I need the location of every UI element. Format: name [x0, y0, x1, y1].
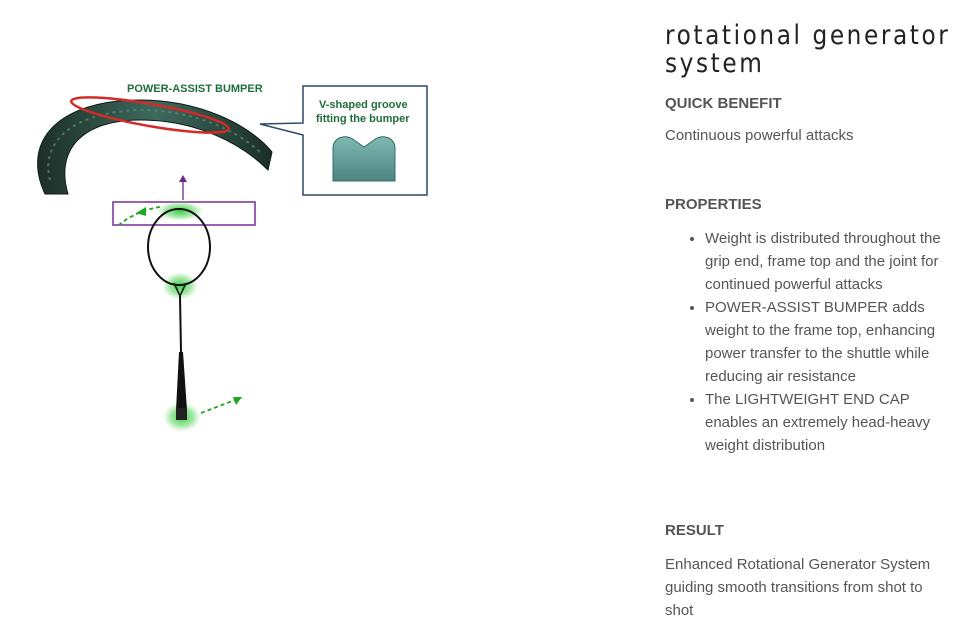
frame-top-closeup — [37, 99, 273, 195]
v-groove-cross-section — [332, 136, 396, 182]
power-assist-bumper-label: POWER-ASSIST BUMPER — [127, 83, 263, 95]
list-item: POWER-ASSIST BUMPER adds weight to the f… — [705, 296, 957, 388]
result-text: Enhanced Rotational Generator System gui… — [665, 556, 931, 619]
rotation-arrow-top-icon — [118, 206, 161, 226]
racket-illustration — [147, 208, 211, 420]
properties-heading: PROPERTIES — [665, 196, 762, 213]
up-arrow-icon — [179, 175, 187, 200]
power-assist-bumper-outline — [69, 96, 231, 134]
properties-list: Weight is distributed throughout the gri… — [665, 227, 957, 457]
rotational-generator-diagram: POWER-ASSIST BUMPER V-shaped groove fitt… — [37, 83, 428, 432]
title-line-2: system — [665, 48, 765, 79]
v-groove-callout: V-shaped groove fitting the bumper — [259, 85, 428, 196]
rotation-arrow-bottom-icon — [200, 397, 242, 414]
feature-description-panel: rotational generator system QUICK BENEFI… — [665, 22, 965, 620]
page-title: rotational generator system — [665, 22, 957, 78]
quick-benefit-heading: QUICK BENEFIT — [665, 95, 782, 112]
list-item: The LIGHTWEIGHT END CAP enables an extre… — [705, 388, 957, 457]
frame-top-glow — [156, 201, 204, 221]
joint-glow — [162, 272, 198, 300]
list-item: Weight is distributed throughout the gri… — [705, 227, 957, 296]
result-heading: RESULT — [665, 522, 724, 539]
callout-line-1: V-shaped groove — [319, 99, 408, 111]
quick-benefit-text: Continuous powerful attacks — [665, 127, 854, 144]
title-line-1: rotational generator — [665, 20, 951, 51]
callout-line-2: fitting the bumper — [316, 113, 410, 125]
